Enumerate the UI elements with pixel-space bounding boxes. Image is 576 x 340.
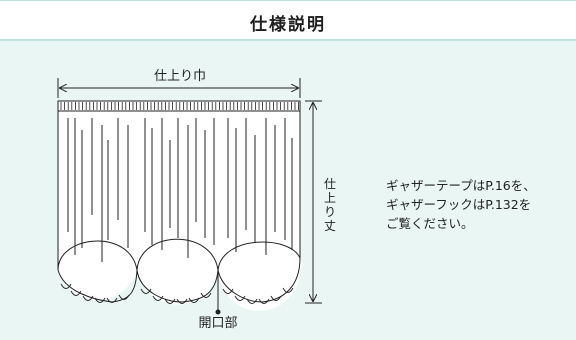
fringe-scallop [200,292,212,298]
note-line: ご覧ください。 [386,216,474,231]
fringe-scallop [118,294,130,300]
fringe-scallop [176,298,188,304]
fringe-scallop [234,295,246,301]
fringe-scallop [222,288,234,294]
curtain-illustration: 開口部 [57,100,303,331]
fringe-scallop [282,287,294,293]
width-label: 仕上り巾 [154,69,206,84]
note-line: ギャザーテープはP.16を、 [386,178,536,193]
section-title: 仕様説明 [250,15,326,35]
fringe-scallop [94,297,106,303]
fabric-fold-lines [67,118,293,262]
width-dimension: 仕上り巾 [57,69,301,98]
note-line: ギャザーフックはP.132を [386,197,532,212]
height-label-char: 仕 [324,177,336,191]
fringe-scallop [246,298,258,304]
fringe-scallop [60,283,72,289]
fringe-outline [57,257,301,303]
fringe-scallop [152,295,164,301]
height-label-char: 丈 [324,219,336,233]
fringe-scallop [70,290,82,296]
height-label: 仕 上 り 丈 [324,177,336,233]
curtain-body [58,110,303,311]
gather-tape-pleats [60,102,300,110]
fringe-scallop [106,297,118,303]
height-dimension: 仕 上 り 丈 [305,100,336,304]
swag-outline [57,238,301,271]
height-label-char: り [324,205,336,219]
gather-tape [57,100,301,112]
height-label-char: 上 [324,191,336,205]
section-header: 仕様説明 [0,0,576,41]
fringe-scallop [82,295,94,301]
fringe-scallop [140,288,152,294]
fringe-scallop [270,295,282,301]
opening-label: 開口部 [198,316,237,331]
reference-note: ギャザーテープはP.16を、 ギャザーフックはP.132を ご覧ください。 [386,176,566,233]
fringe-scallops [60,283,294,304]
opening-dot [215,309,221,315]
fringe-scallop [188,297,200,303]
fringe-scallop [164,298,176,304]
fringe-scallop [258,298,270,304]
